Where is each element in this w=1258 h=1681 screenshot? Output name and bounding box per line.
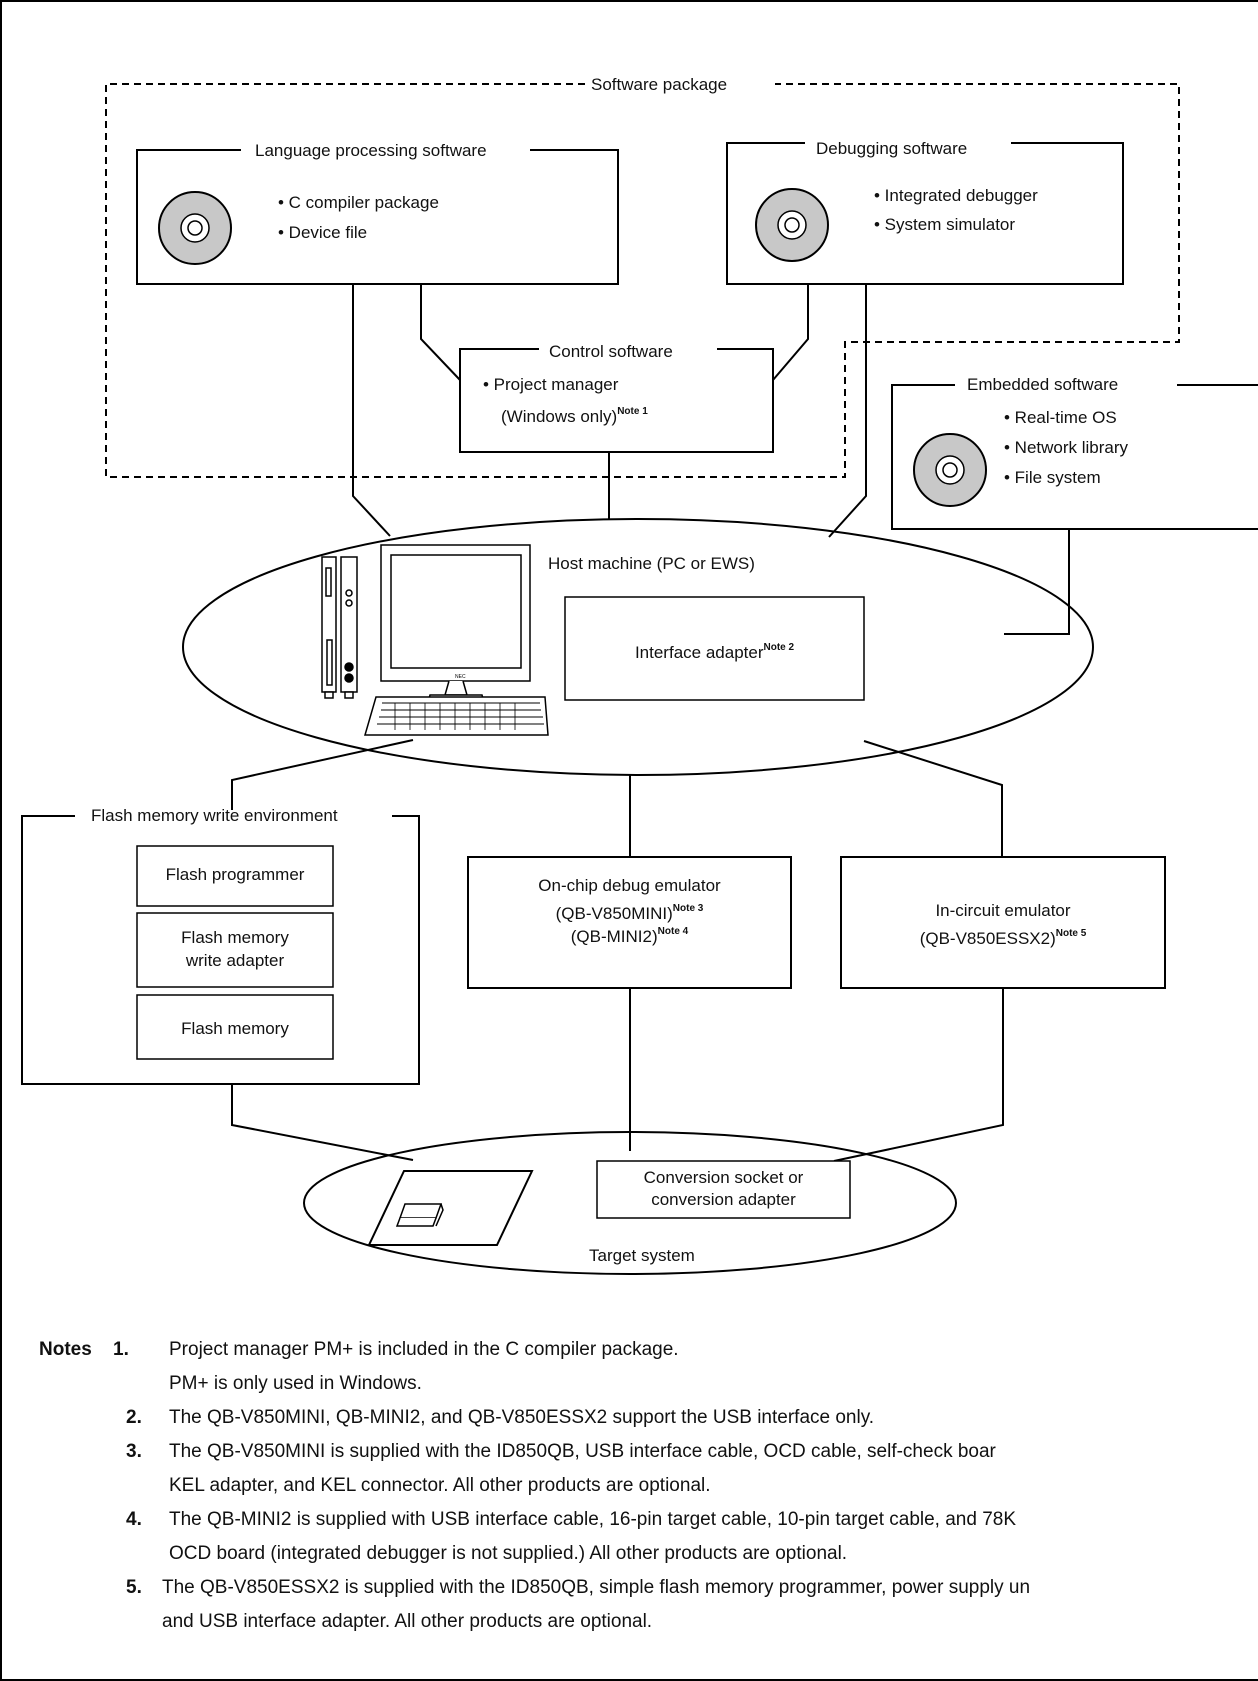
monitor-logo: NEC — [455, 674, 466, 680]
note-text: Project manager PM+ is included in the C… — [169, 1339, 679, 1360]
interface-adapter-label: Interface adapterNote 2 — [565, 637, 864, 663]
language-software-box — [136, 149, 619, 285]
in-circuit-emulator-box — [840, 856, 1166, 989]
target-board-icon — [367, 1170, 534, 1246]
list-item: • Device file — [278, 223, 368, 242]
list-item: • Integrated debugger — [874, 186, 1038, 205]
conversion-socket-box — [596, 1160, 851, 1219]
ocd-label-line1: On-chip debug emulator — [538, 876, 721, 895]
list-item: • System simulator — [874, 215, 1016, 234]
note-text: and USB interface adapter. All other pro… — [162, 1611, 653, 1632]
flash-programmer-box — [136, 845, 334, 907]
note-text: OCD board (integrated debugger is not su… — [169, 1543, 848, 1564]
notes-section: Notes 1. Project manager PM+ is included… — [0, 1325, 1258, 1665]
connector-line — [828, 284, 867, 538]
note-ref: Note 2 — [763, 642, 795, 653]
note-text: The QB-V850ESSX2 is supplied with the ID… — [162, 1577, 1031, 1598]
note-number: 3. — [126, 1441, 142, 1462]
notes-heading: Notes — [39, 1339, 92, 1360]
connector-line — [352, 284, 391, 537]
software-package-label: Software package — [591, 75, 728, 94]
ice-label-line2: (QB-V850ESSX2)Note 5 — [841, 923, 1165, 949]
ocd-label-line3: (QB-MINI2)Note 4 — [468, 921, 791, 947]
note-text: PM+ is only used in Windows. — [169, 1373, 422, 1394]
flash-memory-box — [136, 994, 334, 1060]
connector-line — [772, 284, 809, 381]
keyboard-icon — [364, 696, 549, 736]
note-ref: Note 3 — [672, 903, 704, 914]
note-ref: Note 5 — [1055, 928, 1087, 939]
target-system-title: Target system — [589, 1246, 695, 1265]
flash-environment-title: Flash memory write environment — [91, 806, 338, 825]
connector-line — [231, 1084, 414, 1161]
ice-model: (QB-V850ESSX2) — [919, 929, 1056, 948]
note-number: 2. — [126, 1407, 142, 1428]
on-chip-debug-emulator-box — [467, 856, 792, 989]
list-item: • Real-time OS — [1004, 408, 1117, 427]
note-number: 5. — [126, 1577, 142, 1598]
note-text: The QB-V850MINI, QB-MINI2, and QB-V850ES… — [169, 1407, 875, 1428]
flash-environment-box — [21, 815, 420, 1085]
cd-icon — [913, 433, 987, 507]
note-ref: Note 1 — [617, 406, 648, 417]
embedded-software-title: Embedded software — [967, 375, 1119, 394]
list-item: (Windows only)Note 1 — [501, 401, 648, 427]
control-software-title: Control software — [549, 342, 673, 361]
flash-programmer-label: Flash programmer — [165, 865, 305, 884]
flash-adapter-label-line1: Flash memory — [181, 928, 289, 947]
language-software-title: Language processing software — [255, 141, 487, 160]
connector-line — [231, 739, 414, 810]
list-item: • Network library — [1004, 438, 1129, 457]
list-item: • Project manager — [483, 375, 619, 394]
conversion-socket-label-line1: Conversion socket or — [643, 1168, 804, 1187]
host-machine-title: Host machine (PC or EWS) — [548, 554, 755, 573]
ocd-label-line2: (QB-V850MINI)Note 3 — [468, 898, 791, 924]
control-software-box — [459, 348, 774, 453]
note-ref: Note 4 — [657, 926, 689, 937]
embedded-software-box — [891, 384, 1258, 530]
software-package-frame — [105, 83, 1180, 478]
note-text: KEL adapter, and KEL connector. All othe… — [169, 1475, 711, 1496]
host-machine-ellipse — [182, 518, 1094, 776]
flash-adapter-label-line2: write adapter — [185, 951, 285, 970]
note-text: The QB-MINI2 is supplied with USB interf… — [169, 1509, 1017, 1530]
flash-memory-label: Flash memory — [181, 1019, 289, 1038]
debugging-software-box — [726, 142, 1124, 285]
ice-label-line1: In-circuit emulator — [935, 901, 1071, 920]
cd-icon — [158, 191, 232, 265]
target-system-ellipse — [303, 1131, 957, 1275]
connector-line — [833, 988, 1004, 1162]
list-item: • C compiler package — [278, 193, 439, 212]
interface-adapter-text: Interface adapter — [634, 643, 764, 662]
debugging-software-title: Debugging software — [816, 139, 968, 158]
list-item-text: (Windows only) — [501, 407, 618, 426]
connector-line — [863, 740, 1003, 857]
monitor-icon — [380, 544, 531, 707]
note-text: The QB-V850MINI is supplied with the ID8… — [169, 1441, 996, 1462]
note-number: 1. — [113, 1339, 129, 1360]
ocd-model: (QB-V850MINI) — [555, 904, 673, 923]
interface-adapter-box — [564, 596, 865, 701]
pc-tower-icon — [321, 556, 358, 699]
connector-line — [1004, 529, 1070, 635]
flash-adapter-box — [136, 912, 334, 988]
ocd-model: (QB-MINI2) — [570, 927, 658, 946]
connector-line — [420, 284, 461, 381]
cd-icon — [755, 188, 829, 262]
list-item: • File system — [1004, 468, 1101, 487]
conversion-socket-label-line2: conversion adapter — [651, 1190, 796, 1209]
note-number: 4. — [126, 1509, 142, 1530]
